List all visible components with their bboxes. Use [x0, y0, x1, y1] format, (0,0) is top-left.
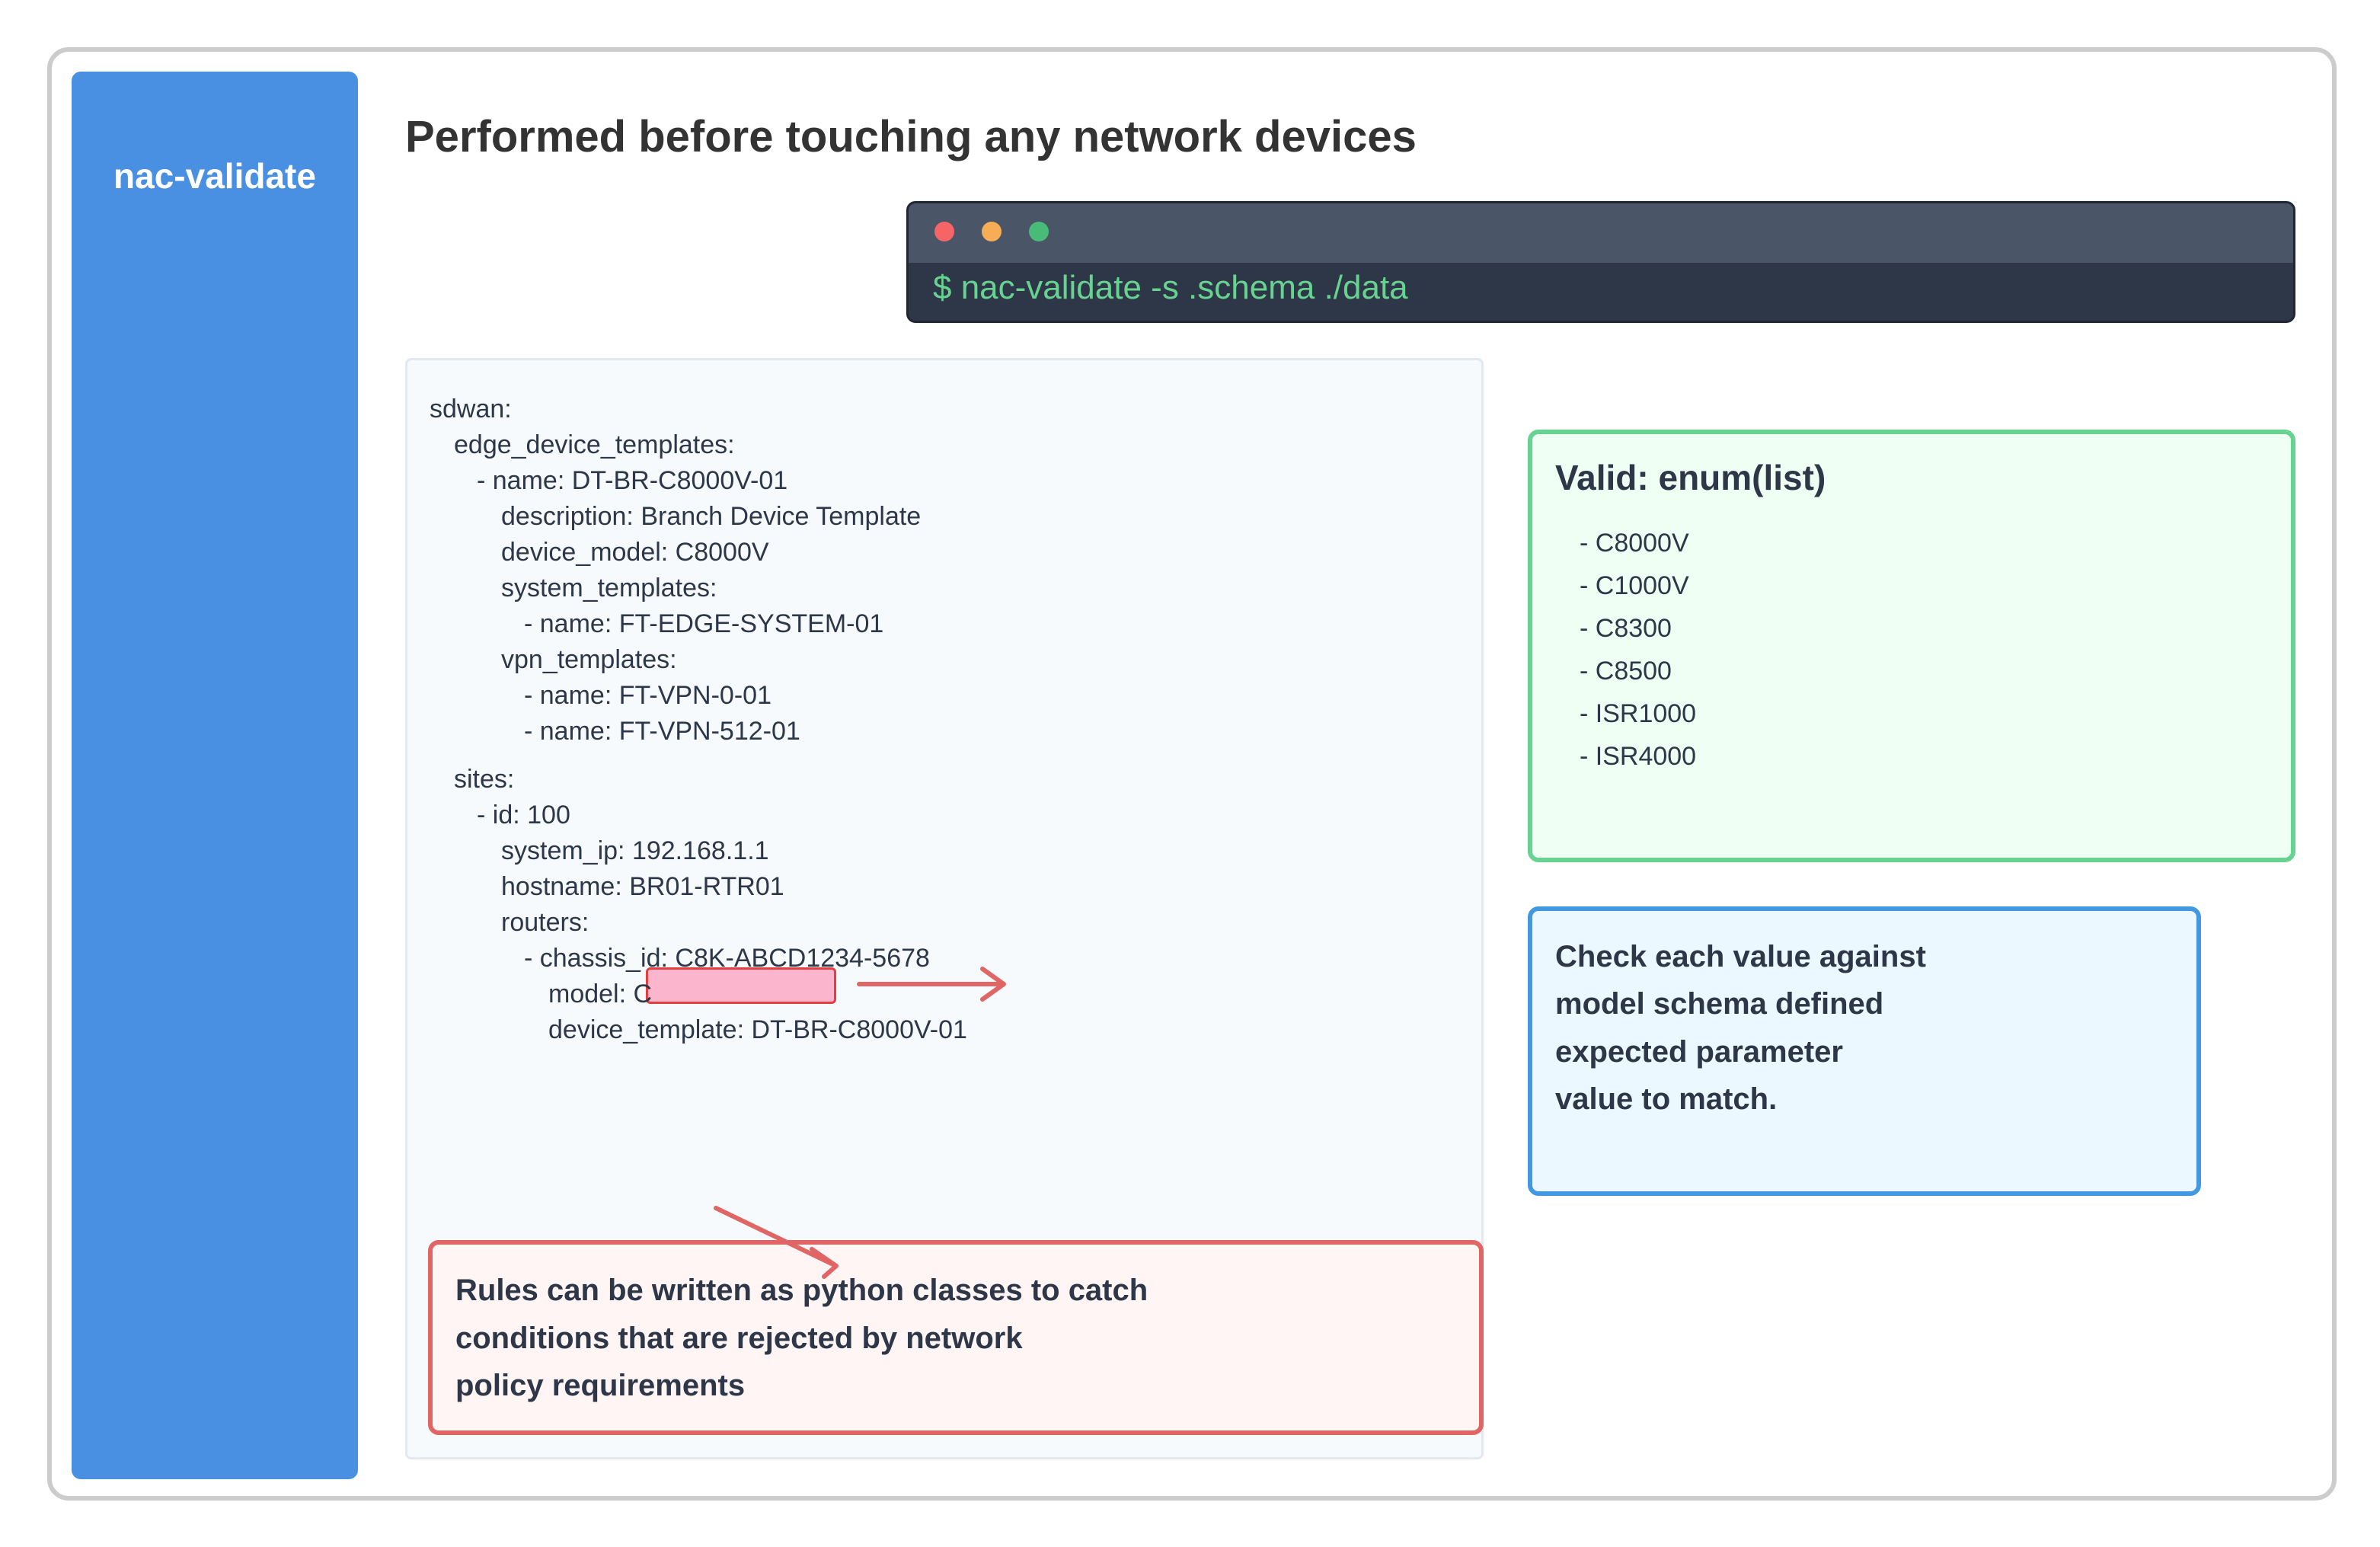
code-line: sdwan: [430, 395, 512, 424]
code-line: description: Branch Device Template [501, 502, 922, 531]
valid-enum-box: Valid: enum(list) - C8000V - C1000V - C8… [1528, 430, 2295, 862]
code-line: - chassis_id: C8K-ABCD1234-5678 [524, 944, 930, 973]
code-line: edge_device_templates: [454, 430, 735, 459]
code-line: hostname: BR01-RTR01 [501, 872, 784, 901]
page-title: Performed before touching any network de… [405, 112, 1417, 161]
rules-box: Rules can be written as python classes t… [428, 1240, 1484, 1435]
terminal-command: $ nac-validate -s .schema ./data [933, 269, 1408, 306]
code-line: system_ip: 192.168.1.1 [501, 836, 769, 865]
enum-item: - C1000V [1580, 571, 1689, 600]
invalid-value-highlight [646, 967, 836, 1004]
code-line: - name: DT-BR-C8000V-01 [477, 466, 788, 495]
rules-text-line: policy requirements [455, 1369, 746, 1402]
minimize-dot-icon [982, 222, 1002, 241]
enum-item: - C8300 [1580, 614, 1672, 643]
maximize-dot-icon [1029, 222, 1049, 241]
code-line: - name: FT-VPN-512-01 [524, 717, 800, 746]
code-line: system_templates: [501, 574, 717, 602]
enum-item: - C8000V [1580, 529, 1689, 558]
rules-text-line: conditions that are rejected by network [455, 1322, 1023, 1355]
code-line: - name: FT-EDGE-SYSTEM-01 [524, 609, 884, 638]
check-text-line: value to match. [1555, 1082, 1778, 1116]
check-text-line: expected parameter [1555, 1035, 1843, 1069]
code-line: routers: [501, 908, 589, 937]
code-line: sites: [454, 765, 515, 794]
terminal-window: $ nac-validate -s .schema ./data [906, 201, 2295, 323]
sidebar: nac-validate [72, 72, 358, 1479]
code-line: vpn_templates: [501, 645, 677, 674]
code-line: - name: FT-VPN-0-01 [524, 681, 772, 710]
code-line: - id: 100 [477, 801, 570, 829]
enum-item: - C8500 [1580, 657, 1672, 686]
rules-text-line: Rules can be written as python classes t… [455, 1274, 1148, 1307]
close-dot-icon [934, 222, 954, 241]
sidebar-title: nac-validate [113, 156, 316, 196]
terminal-title-bar [909, 203, 2293, 263]
enum-item: - ISR1000 [1580, 699, 1697, 728]
code-line: device_model: C8000V [501, 538, 769, 567]
check-text-line: model schema defined [1555, 987, 1884, 1021]
code-line: model: C [548, 980, 653, 1008]
check-text-line: Check each value against [1555, 940, 1926, 973]
enum-item: - ISR4000 [1580, 742, 1697, 771]
check-value-box: Check each value against model schema de… [1528, 906, 2201, 1196]
code-line: device_template: DT-BR-C8000V-01 [548, 1015, 967, 1044]
enum-title: Valid: enum(list) [1555, 458, 1826, 497]
